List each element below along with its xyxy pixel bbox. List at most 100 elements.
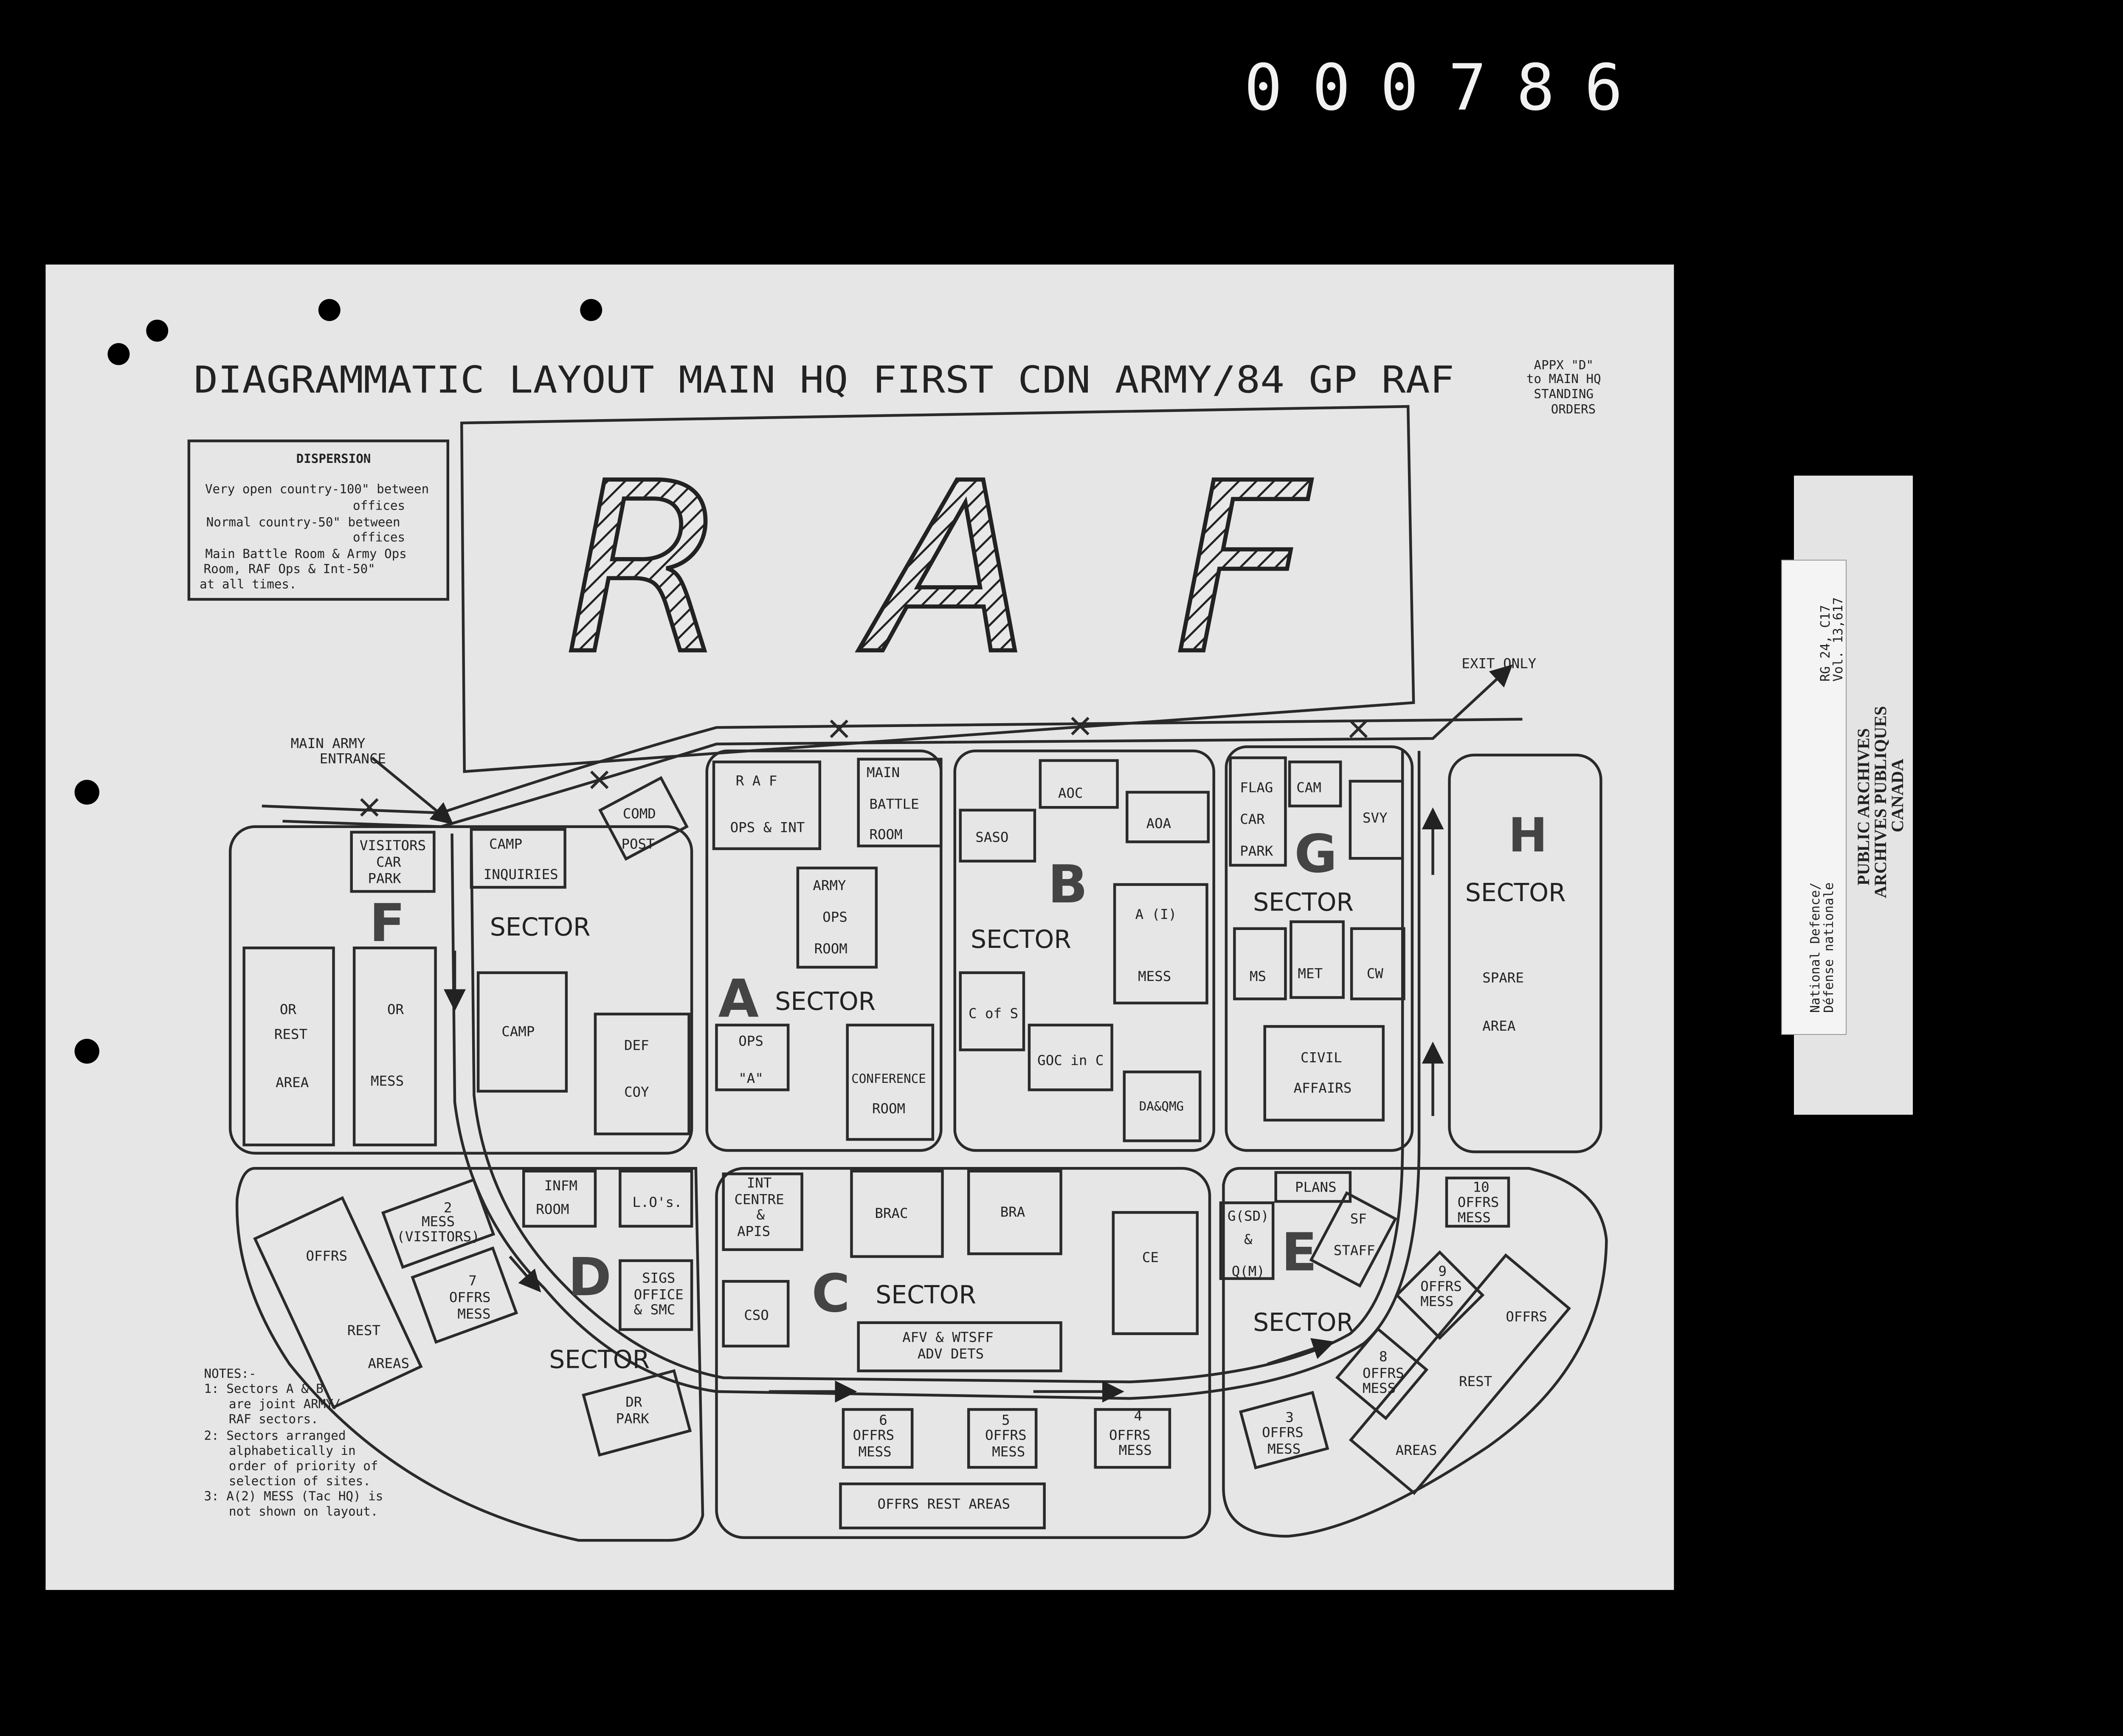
offrs-rest-d-box [253,1196,423,1409]
svg-text:AREAS: AREAS [368,1356,409,1372]
svg-text:ROOM: ROOM [869,826,902,843]
svg-text:2: Sectors arranged: 2: Sectors arranged [204,1428,346,1443]
sector-c-letter: C [812,1264,850,1325]
sector-f-letter: F [369,893,405,954]
sector-e-word: SECTOR [1253,1308,1354,1337]
svg-text:at all times.: at all times. [200,577,296,591]
svg-text:VISITORS: VISITORS [360,837,426,854]
svg-text:6: 6 [879,1412,887,1428]
offrs-rest-e-box [1349,1253,1571,1495]
appendix-note: APPX "D" to MAIN HQ STANDING ORDERS [1526,358,1601,417]
archive-ref-2: Vol. 13,617 [1831,597,1846,682]
offrs-mess-8-box [1335,1327,1429,1420]
sector-a-word: SECTOR [775,987,876,1016]
svg-text:OFFRS: OFFRS [1506,1308,1547,1325]
svg-text:COMD: COMD [623,806,656,822]
svg-text:CAMP: CAMP [501,1023,535,1040]
svg-text:CAR: CAR [376,854,401,870]
svg-text:OPS: OPS [738,1033,763,1049]
svg-text:CAMP: CAMP [489,836,522,852]
frame-number: 000786 [1244,51,1653,125]
svg-text:FLAG: FLAG [1240,780,1273,796]
svg-text:OFFICE: OFFICE [634,1287,684,1303]
svg-text:& SMC: & SMC [634,1302,676,1318]
svg-text:MESS: MESS [1363,1380,1396,1396]
svg-text:Q(M): Q(M) [1232,1263,1265,1279]
svg-text:4: 4 [1134,1408,1143,1424]
sector-c-word: SECTOR [876,1280,976,1309]
comd-post-box [598,776,689,861]
svg-text:OFFRS: OFFRS [1262,1424,1304,1440]
sector-g-outline [1225,745,1414,1152]
svg-text:DEF: DEF [624,1037,649,1053]
svg-text:OR: OR [387,1001,404,1017]
sector-f-outline [228,825,693,1155]
svg-text:CENTRE: CENTRE [734,1192,784,1208]
svg-text:CW: CW [1367,966,1384,982]
svg-text:MESS: MESS [1138,968,1171,984]
svg-text:CE: CE [1142,1249,1159,1265]
svg-text:10: 10 [1473,1179,1489,1195]
dr-park-box [582,1369,692,1457]
svg-text:PARK: PARK [1240,843,1273,859]
svg-text:OFFRS: OFFRS [306,1248,347,1264]
svg-text:MESS: MESS [457,1306,490,1322]
svg-text:OPS: OPS [822,909,848,925]
svg-text:5: 5 [1002,1412,1010,1428]
sector-d-outline [235,1167,704,1542]
svg-text:MESS: MESS [1119,1442,1152,1458]
sector-c-outline [715,1167,1211,1539]
svg-text:OPS & INT: OPS & INT [730,820,805,836]
sector-g-letter: G [1294,824,1337,885]
svg-text:AOA: AOA [1146,815,1171,831]
svg-text:Main Battle Room & Army Ops: Main Battle Room & Army Ops [205,547,406,561]
svg-text:MESS: MESS [1458,1209,1491,1226]
svg-text:ARMY: ARMY [813,877,846,893]
svg-text:OFFRS: OFFRS [853,1427,895,1443]
svg-text:to MAIN HQ: to MAIN HQ [1526,372,1601,386]
svg-text:Normal country-50" between: Normal country-50" between [206,515,400,529]
svg-text:RAF sectors.: RAF sectors. [229,1412,318,1426]
svg-text:OFFRS: OFFRS [1109,1427,1151,1443]
svg-text:INT: INT [747,1175,772,1191]
svg-text:ROOM: ROOM [872,1101,905,1117]
dispersion-legend: DISPERSION Very open country-100" betwee… [187,439,450,601]
raf-banner-frame [460,405,1415,773]
svg-text:MET: MET [1298,966,1323,982]
diagram-title: DIAGRAMMATIC LAYOUT MAIN HQ FIRST CDN AR… [194,358,1454,402]
svg-text:DA&QMG: DA&QMG [1139,1099,1184,1113]
archive-tag-inner [1781,560,1847,1035]
svg-text:AREA: AREA [1482,1018,1515,1034]
svg-text:PARK: PARK [616,1411,649,1427]
svg-text:PLANS: PLANS [1295,1179,1337,1195]
svg-text:ROOM: ROOM [814,941,848,957]
sector-a-letter: A [718,969,759,1029]
svg-text:3: A(2) MESS (Tac HQ) is: 3: A(2) MESS (Tac HQ) is [204,1489,383,1503]
offrs-mess-3-box [1239,1391,1329,1470]
svg-text:MESS: MESS [422,1214,455,1230]
sector-h-letter: H [1508,809,1547,863]
svg-text:CIVIL: CIVIL [1301,1049,1342,1065]
svg-text:1: Sectors A & B: 1: Sectors A & B [204,1381,324,1396]
svg-text:order of priority of: order of priority of [229,1459,378,1473]
svg-text:(VISITORS): (VISITORS) [397,1229,479,1245]
svg-text:9: 9 [1439,1263,1447,1279]
svg-text:L.O's.: L.O's. [632,1194,682,1210]
svg-text:3: 3 [1285,1409,1294,1425]
sector-b-word: SECTOR [971,925,1071,954]
buildings [242,756,1571,1530]
svg-text:MS: MS [1250,968,1266,984]
svg-text:8: 8 [1379,1349,1388,1365]
svg-text:ROOM: ROOM [536,1201,569,1217]
svg-text:OFFRS: OFFRS [1420,1278,1462,1294]
sector-d-word: SECTOR [549,1345,650,1374]
archive-dept-1: National Defence/ [1808,882,1823,1013]
dispersion-heading: DISPERSION [296,451,371,466]
svg-text:SPARE: SPARE [1482,969,1524,986]
svg-text:APPX "D": APPX "D" [1534,358,1594,372]
svg-text:OFFRS: OFFRS [1363,1365,1404,1381]
svg-text:MESS: MESS [1420,1294,1453,1310]
sector-a-outline [705,749,943,1152]
svg-text:NOTES:-: NOTES:- [204,1366,256,1381]
